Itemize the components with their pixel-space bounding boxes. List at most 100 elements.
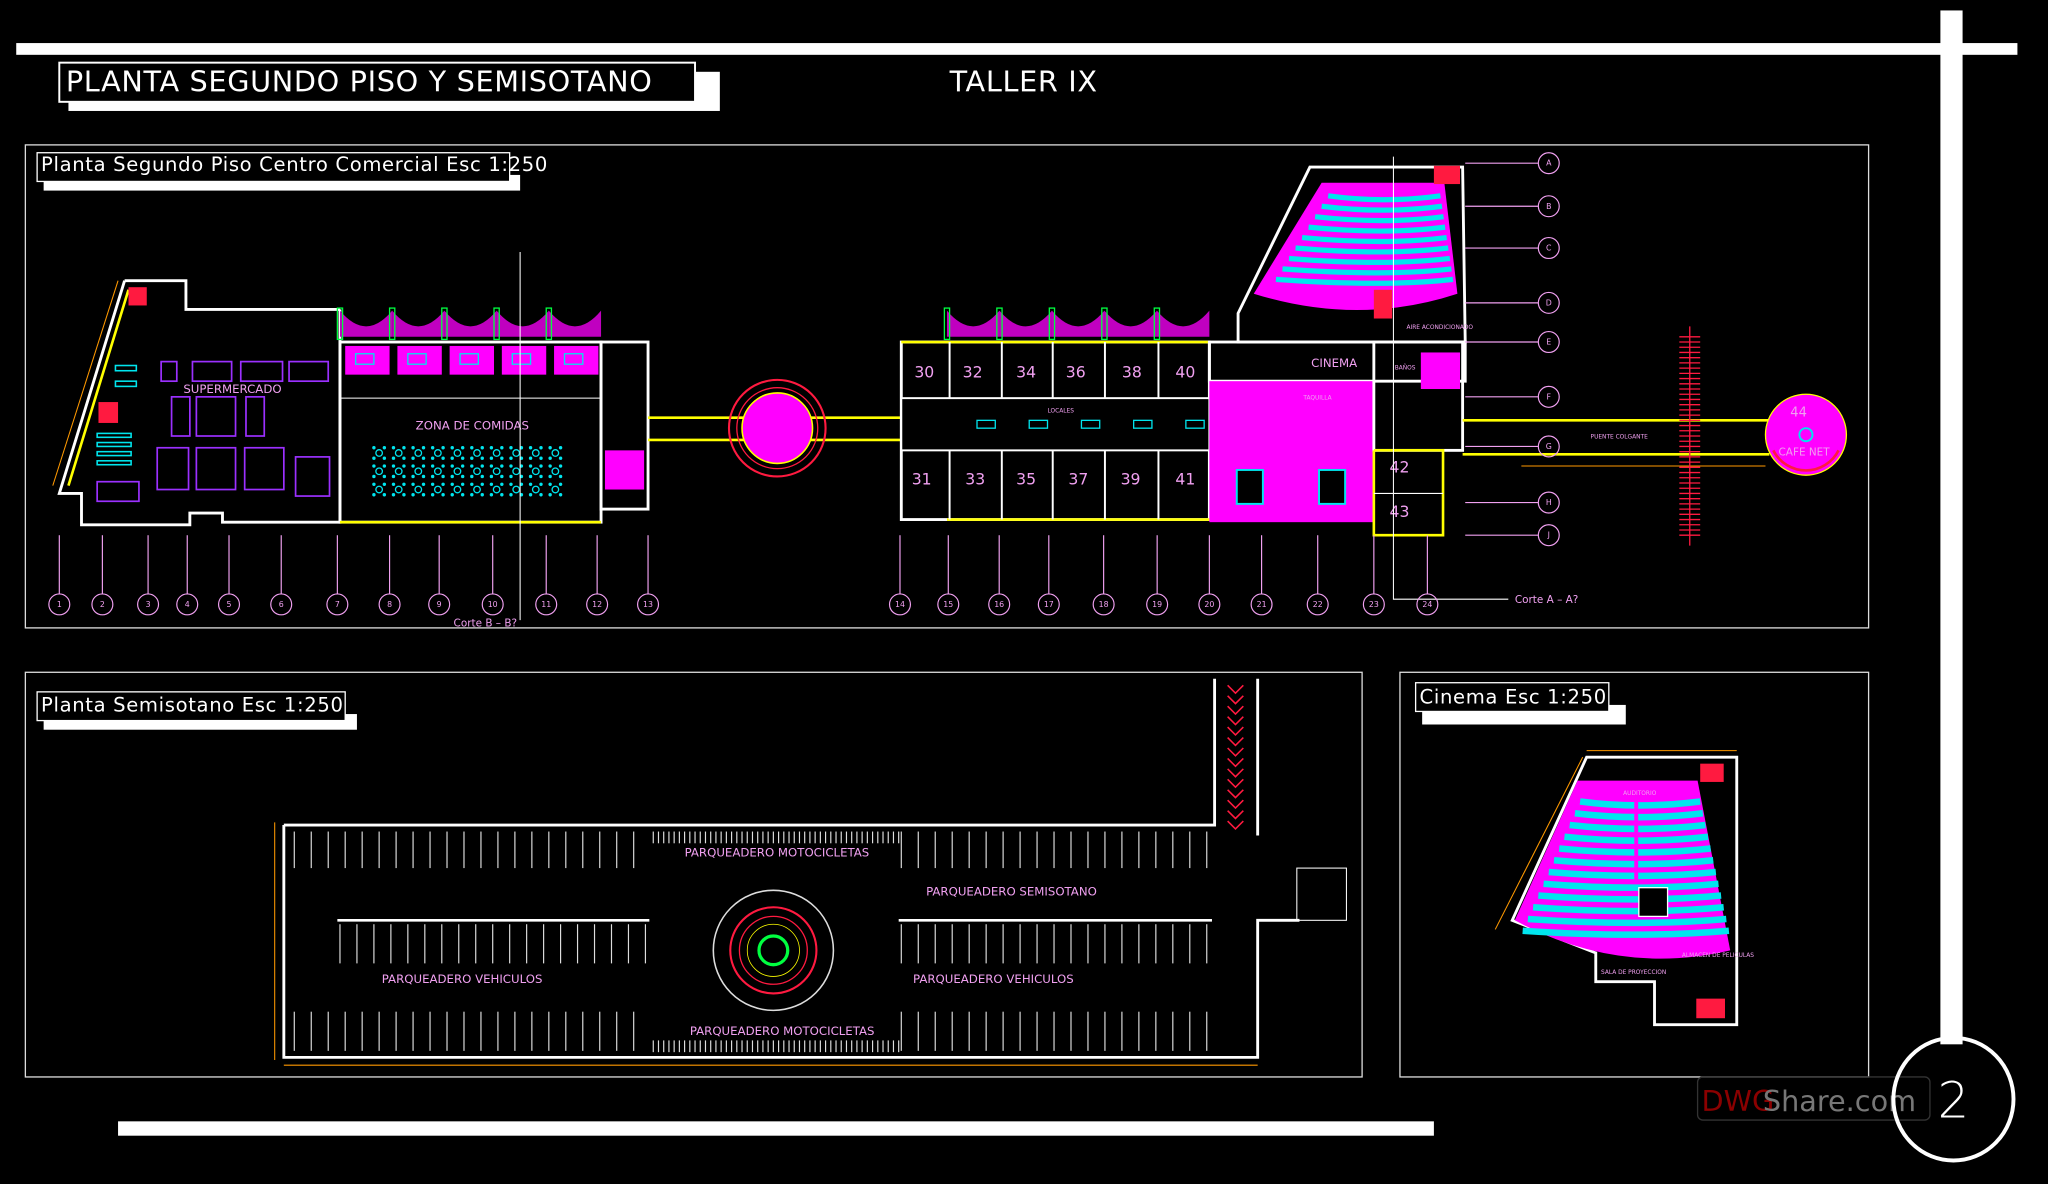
table (394, 467, 403, 476)
connector-bridge-west (648, 378, 902, 478)
table-set (489, 464, 504, 479)
seat-row (1308, 224, 1446, 234)
chair (558, 482, 563, 487)
chair (402, 482, 406, 487)
chair (402, 474, 406, 479)
chair (421, 446, 426, 450)
grid-bubble (1037, 593, 1060, 616)
table (512, 449, 521, 457)
chair (558, 446, 563, 450)
chair (402, 493, 406, 497)
seat-row (1527, 915, 1727, 927)
zone-label-cinema: CINEMA (1311, 356, 1357, 370)
seat-row (1543, 880, 1719, 891)
chair (421, 456, 426, 460)
grid-axis-C: C (1465, 236, 1560, 260)
ramp-arrow (1227, 757, 1244, 768)
table (453, 449, 462, 457)
grid-bubble (1537, 291, 1560, 314)
chair (421, 464, 426, 468)
sheet-number: 2 (1938, 1071, 1970, 1129)
food-shop (554, 345, 599, 375)
chair (372, 456, 376, 460)
seat-row (1301, 234, 1448, 245)
sheet-title-block: PLANTA SEGUNDO PISO Y SEMISOTANO (58, 61, 720, 111)
chair (460, 493, 465, 497)
chair (421, 493, 426, 497)
chair (372, 482, 376, 487)
table-set (489, 446, 504, 460)
grid-label: 10 (488, 600, 498, 609)
chair (528, 446, 533, 450)
grid-bubble (535, 593, 558, 616)
grid-label: 20 (1204, 600, 1214, 609)
planter (1185, 419, 1205, 429)
cinema-block (1207, 165, 1467, 537)
chair (411, 446, 415, 450)
grid-bubble (1198, 593, 1221, 616)
grid-axis-D: D (1465, 291, 1560, 314)
planter (1133, 419, 1153, 429)
chair (489, 446, 494, 450)
chair (382, 446, 387, 450)
table (433, 485, 442, 494)
grid-label: 21 (1257, 600, 1267, 609)
chair (382, 493, 387, 497)
table (551, 467, 560, 476)
seat-row (1532, 904, 1724, 915)
grid-bubble (988, 593, 1011, 616)
grid-bubble (481, 593, 504, 616)
chair (430, 493, 435, 497)
chair (528, 456, 533, 460)
column (388, 307, 396, 341)
table (414, 449, 423, 457)
zone-label-shops: LOCALES (1047, 409, 1074, 415)
table-set (430, 482, 445, 497)
zone-label-bridge: PUENTE COLGANTE (1591, 435, 1649, 441)
grid-bubble (1092, 593, 1115, 616)
food-shop (345, 345, 390, 375)
viewport-label-basement: Planta Semisotano Esc 1:250 (41, 693, 344, 716)
chair (539, 446, 543, 450)
ramp-arrow (1227, 747, 1244, 757)
table (453, 485, 462, 494)
grid-axis-17: 17 (1037, 535, 1060, 616)
zone-label-vehicles-left: PARQUEADERO VEHICULOS (382, 972, 543, 986)
grid-bubble (326, 593, 349, 616)
grid-axis-7: 7 (326, 535, 349, 616)
tent-canopy (1156, 310, 1210, 337)
chair (548, 482, 552, 487)
chair (489, 493, 494, 497)
grid-label: 6 (279, 600, 284, 609)
planter (1028, 419, 1049, 429)
column (996, 307, 1003, 341)
table-set (548, 446, 563, 460)
sheet-number-bubble: 2 (1891, 1035, 2016, 1163)
table (473, 485, 481, 494)
grid-label: 19 (1152, 600, 1162, 609)
column (441, 307, 448, 341)
chair (528, 493, 533, 497)
supermarket-block (52, 279, 342, 527)
grid-axis-1: 1 (48, 535, 71, 616)
counter (407, 353, 427, 365)
right-border-bar (1940, 10, 1963, 1045)
grid-label: D (1546, 298, 1552, 307)
chair (500, 474, 504, 479)
chair (411, 482, 415, 487)
zone-label-moto-bottom: PARQUEADERO MOTOCICLETAS (690, 1024, 875, 1038)
chair (391, 464, 396, 468)
room-36: 36 (1066, 362, 1086, 381)
grid-axis-14: 14 (888, 535, 912, 616)
chair (489, 482, 494, 487)
chair (372, 474, 376, 479)
table-set (470, 482, 484, 497)
chair (548, 474, 552, 479)
tent-canopy (444, 310, 497, 337)
table-set (528, 482, 543, 497)
zone-label-restrooms: BAÑOS (1395, 364, 1416, 371)
grid-label: J (1547, 531, 1550, 540)
grid-axis-H: H (1465, 491, 1560, 514)
zone-label-basement-parking: PARQUEADERO SEMISOTANO (926, 885, 1097, 899)
section-label-b: Corte B – B? (454, 618, 518, 630)
